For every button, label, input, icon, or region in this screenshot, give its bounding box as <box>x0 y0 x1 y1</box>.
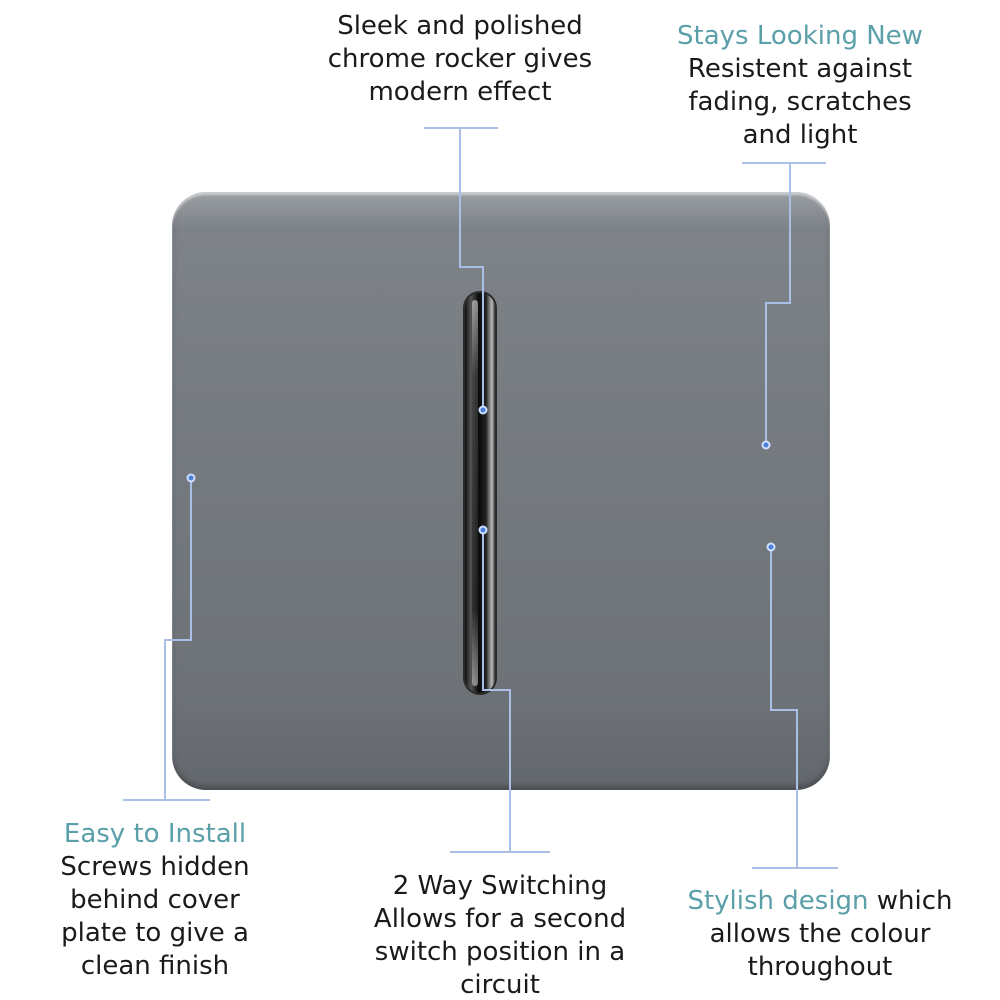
callout-line-left <box>123 473 210 801</box>
callout-text: circuit <box>460 970 540 1000</box>
callout-text: Sleek and polished <box>337 11 583 41</box>
callout-text: Screws hidden <box>60 852 250 882</box>
callout-text: behind cover <box>70 885 240 915</box>
callout-bottom-right: Stylish design which allows the colour t… <box>665 885 975 984</box>
callout-text: fading, scratches <box>688 87 912 117</box>
callout-text: and light <box>742 120 858 150</box>
callout-bottom-left: Easy to Install Screws hidden behind cov… <box>15 818 295 983</box>
callout-text: switch position in a <box>374 937 626 967</box>
callout-bottom-middle: 2 Way Switching Allows for a second swit… <box>350 870 650 1000</box>
callout-text: chrome rocker gives <box>327 44 593 74</box>
chrome-rocker <box>465 293 495 693</box>
callout-text: Allows for a second <box>373 904 627 934</box>
callout-line-bottom-middle <box>450 525 550 853</box>
callout-top: Sleek and polished chrome rocker gives m… <box>310 10 610 109</box>
callout-text: allows the colour <box>709 919 931 949</box>
callout-text: which <box>868 886 953 916</box>
callout-line-top-right <box>742 162 826 450</box>
callout-text: plate to give a <box>61 918 249 948</box>
callout-top-right: Stays Looking New Resistent against fadi… <box>650 20 950 152</box>
callout-text: clean finish <box>80 951 230 981</box>
callout-text: modern effect <box>368 77 552 107</box>
callout-text: Resistent against <box>687 54 913 84</box>
callout-text: throughout <box>747 952 893 982</box>
callout-heading: Stays Looking New <box>677 21 923 51</box>
callout-line-right <box>752 542 838 869</box>
rocker-highlight <box>472 300 478 686</box>
callout-line-top <box>424 127 498 415</box>
callout-heading: Stylish design <box>687 886 869 916</box>
callout-heading: 2 Way Switching <box>392 871 608 901</box>
callout-heading: Easy to Install <box>63 819 247 849</box>
